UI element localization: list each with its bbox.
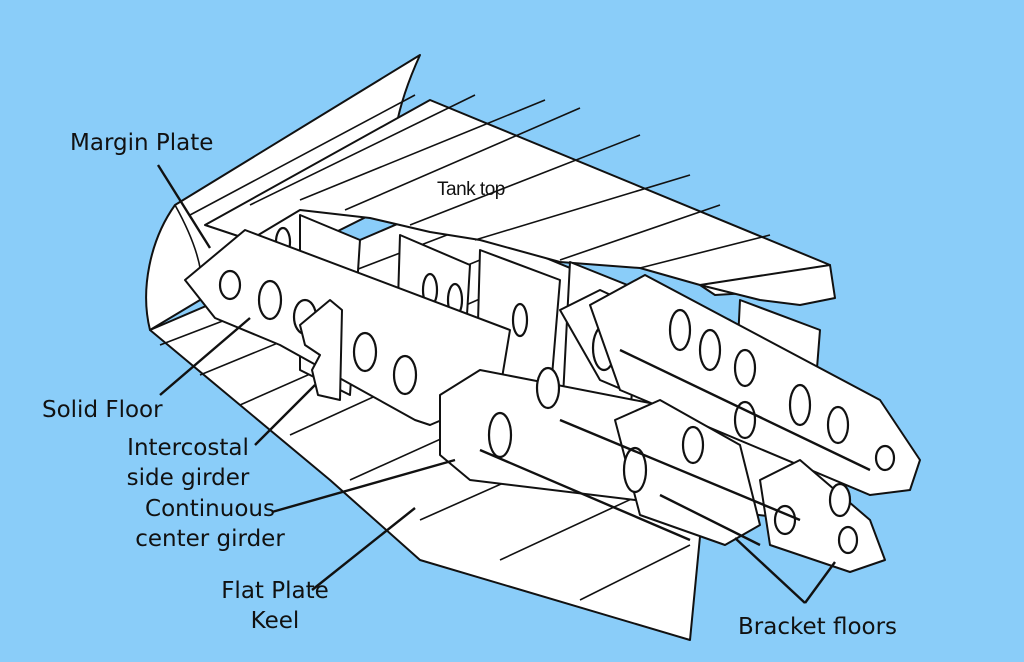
tank-top-plating <box>204 94 836 306</box>
label-intercostal-side-girder: Intercostal side girder <box>108 433 268 493</box>
label-flat-plate-keel: Flat Plate Keel <box>205 576 345 636</box>
label-margin-plate: Margin Plate <box>70 130 214 156</box>
label-continuous-line1: Continuous <box>145 496 275 522</box>
label-continuous-line2: center girder <box>135 526 285 552</box>
leader-lines <box>156 164 836 604</box>
label-intercostal-line2: side girder <box>126 465 250 491</box>
solid-floor <box>184 229 511 426</box>
label-intercostal-line1: Intercostal <box>127 435 249 461</box>
label-tank-top: Tank top <box>437 179 505 200</box>
label-keel-line2: Keel <box>250 608 300 634</box>
label-bracket-floors: Bracket floors <box>738 614 898 640</box>
label-continuous-center-girder: Continuous center girder <box>120 494 300 554</box>
intercostal-girder <box>299 299 343 401</box>
label-keel-line1: Flat Plate <box>221 578 329 604</box>
label-solid-floor: Solid Floor <box>42 397 163 423</box>
stiffener-bars <box>479 348 871 547</box>
